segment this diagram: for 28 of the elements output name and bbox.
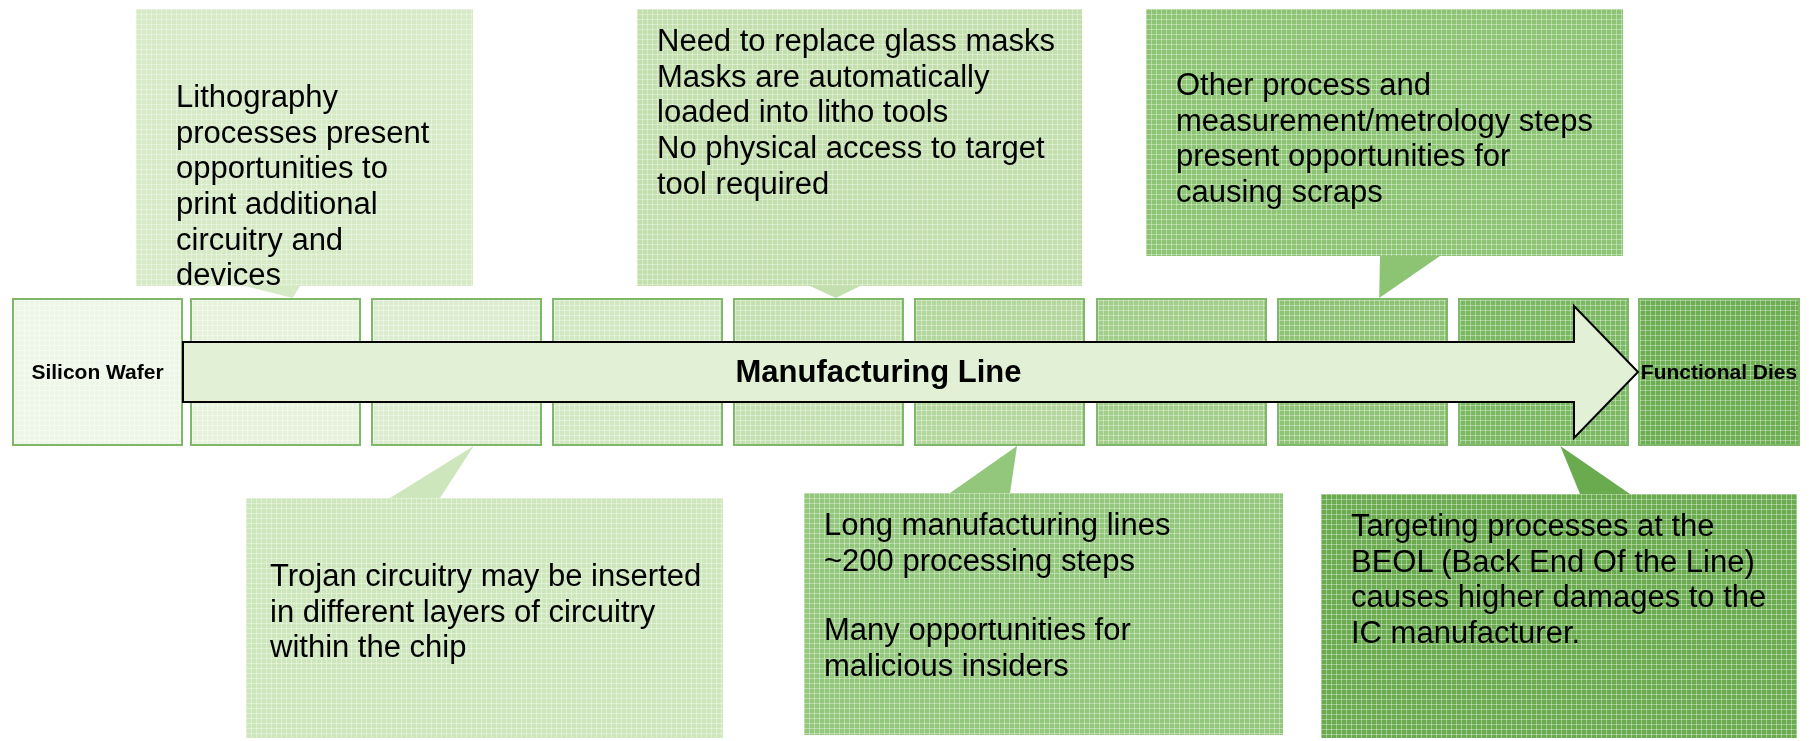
callout-box (136, 9, 473, 286)
callout-text: Masks are automatically loaded into litho tools (657, 58, 991, 130)
callout-text: Targeting processes at the BEOL (Back End Of the Line) causes higher damages to the IC manufacturer. (1351, 508, 1768, 651)
callout-pointer (245, 286, 300, 298)
callout-pointer (390, 446, 474, 498)
callout-text: Other process and measurement/metrology steps present opportunities for causing scraps (1176, 67, 1594, 210)
callout-pointer (950, 446, 1017, 493)
callout-text: Many opportunities for malicious insiders (824, 612, 1132, 684)
box-label: Silicon Wafer (31, 359, 164, 385)
callout-pointer (1379, 256, 1440, 298)
callout-box (1146, 9, 1623, 256)
callout-text: Long manufacturing lines (824, 507, 1172, 543)
callout-text: Need to replace glass masks (657, 23, 1057, 59)
callout-text: Lithography processes present opportunities to print additional circuitry and devices (176, 79, 431, 293)
box-label: Functional Dies (1640, 359, 1798, 385)
callout-text: ~200 processing steps (824, 542, 1137, 579)
start-box (12, 298, 183, 446)
block-arrow (182, 303, 1640, 441)
end-box (1638, 298, 1800, 446)
callout-box (804, 493, 1283, 735)
callout-box (246, 498, 723, 738)
callout-box (1321, 494, 1797, 738)
callout-text: No physical access to target tool required (657, 129, 1046, 202)
callout-pointer (1560, 446, 1630, 494)
callout-text: Trojan circuitry may be inserted in different layers of circuitry within the chip (270, 558, 703, 665)
edge-label: Manufacturing Line (734, 354, 1023, 390)
callout-pointer (810, 286, 860, 298)
callout-box (637, 9, 1082, 286)
